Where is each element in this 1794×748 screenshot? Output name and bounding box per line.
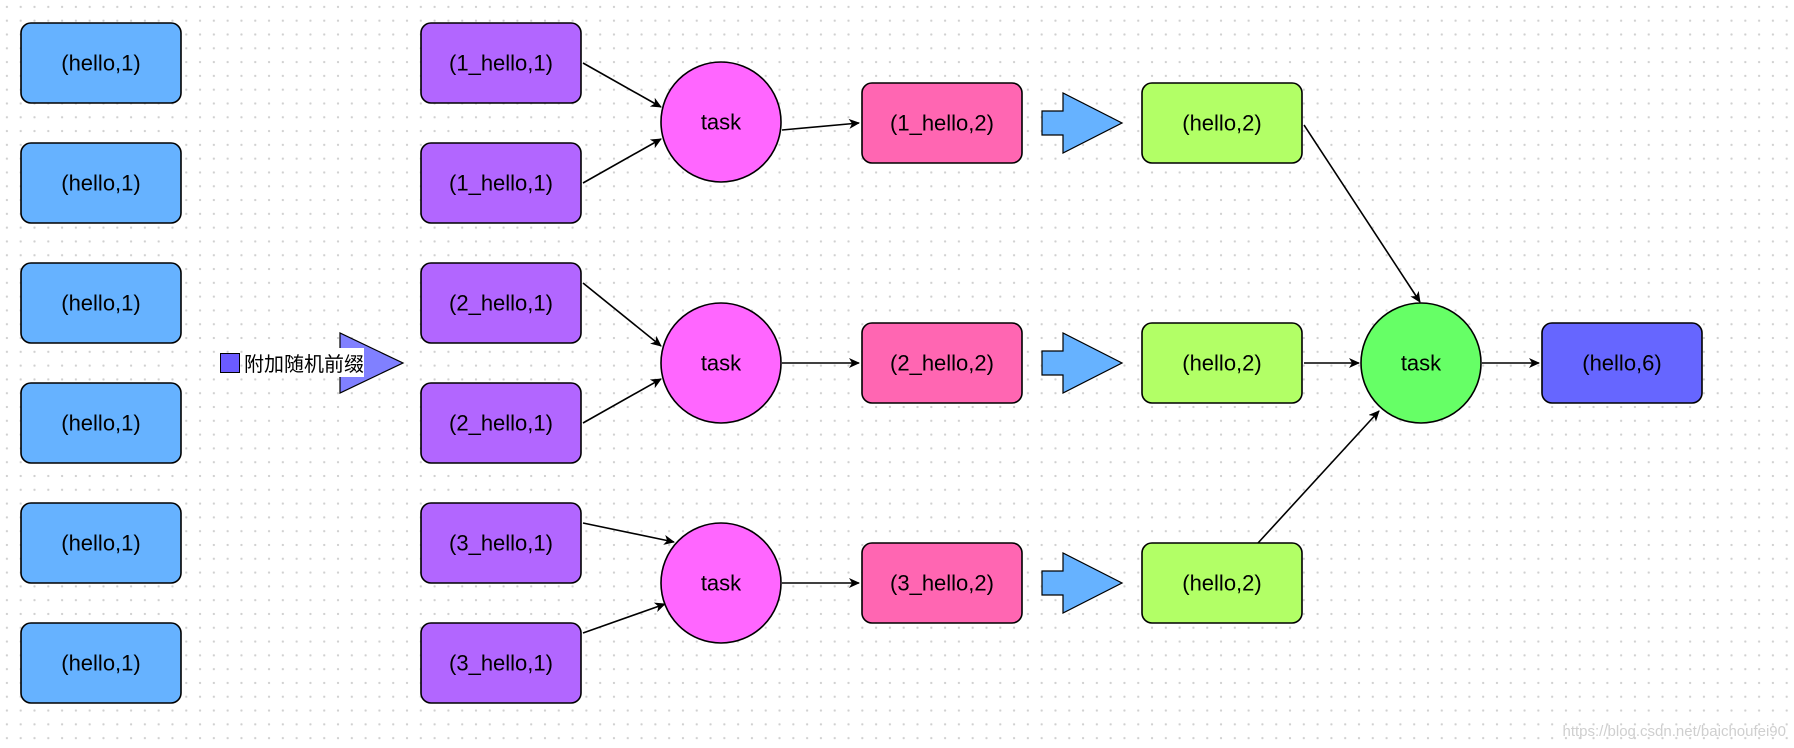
prefixed-node-label: (3_hello,1) bbox=[449, 651, 553, 676]
edge-arrow bbox=[582, 522, 675, 545]
input-node[interactable]: (hello,1) bbox=[20, 22, 182, 104]
partial-node-label: (2_hello,2) bbox=[890, 351, 994, 376]
input-node-label: (hello,1) bbox=[61, 531, 140, 556]
task-circle bbox=[660, 522, 782, 644]
block-arrow-icon bbox=[1041, 92, 1124, 154]
stripped-node[interactable]: (hello,2) bbox=[1141, 542, 1303, 624]
prefixed-node-box bbox=[420, 502, 582, 584]
task-label: task bbox=[701, 351, 742, 376]
edge-arrow bbox=[1257, 410, 1380, 544]
stripped-node-box bbox=[1141, 322, 1303, 404]
prefixed-node-label: (3_hello,1) bbox=[449, 531, 553, 556]
input-node-box bbox=[20, 22, 182, 104]
partial-node-label: (1_hello,2) bbox=[890, 111, 994, 136]
partial-node[interactable]: (3_hello,2) bbox=[861, 542, 1023, 624]
prefixed-node-label: (2_hello,1) bbox=[449, 291, 553, 316]
task-node[interactable]: task bbox=[660, 61, 782, 183]
task-label: task bbox=[701, 110, 742, 135]
input-node-box bbox=[20, 382, 182, 464]
prefixed-node[interactable]: (3_hello,1) bbox=[420, 502, 582, 584]
stripped-node-label: (hello,2) bbox=[1182, 111, 1261, 136]
edge-arrow bbox=[582, 282, 662, 347]
prefix-label: 附加随机前缀 bbox=[220, 348, 364, 377]
prefixed-column: (1_hello,1) (1_hello,1) (2_hello,1) (2_h… bbox=[420, 22, 582, 704]
stripped-node-label: (hello,2) bbox=[1182, 571, 1261, 596]
task-circle bbox=[660, 61, 782, 183]
input-column: (hello,1) (hello,1) (hello,1) (hello,1) … bbox=[20, 22, 182, 704]
task-node[interactable]: task bbox=[660, 302, 782, 424]
edge-arrow bbox=[1303, 124, 1421, 303]
prefixed-node[interactable]: (1_hello,1) bbox=[420, 142, 582, 224]
edge-arrow bbox=[582, 602, 666, 634]
block-arrow-icon bbox=[1041, 332, 1124, 394]
partial-node[interactable]: (2_hello,2) bbox=[861, 322, 1023, 404]
prefix-swatch-icon bbox=[220, 352, 240, 373]
prefixed-node-box bbox=[420, 262, 582, 344]
prefixed-node[interactable]: (2_hello,1) bbox=[420, 382, 582, 464]
prefixed-node-label: (2_hello,1) bbox=[449, 411, 553, 436]
partial-node-box bbox=[861, 82, 1023, 164]
input-node-box bbox=[20, 142, 182, 224]
prefixed-node-box bbox=[420, 622, 582, 704]
edge-arrow bbox=[582, 138, 662, 184]
task-circle bbox=[660, 302, 782, 424]
stripped-node[interactable]: (hello,2) bbox=[1141, 82, 1303, 164]
prefix-label-text: 附加随机前缀 bbox=[244, 348, 364, 377]
stripped-node-label: (hello,2) bbox=[1182, 351, 1261, 376]
input-node[interactable]: (hello,1) bbox=[20, 622, 182, 704]
task-label: task bbox=[701, 571, 742, 596]
prefixed-node[interactable]: (3_hello,1) bbox=[420, 622, 582, 704]
input-node-label: (hello,1) bbox=[61, 411, 140, 436]
partial-node-box bbox=[861, 322, 1023, 404]
input-node-label: (hello,1) bbox=[61, 651, 140, 676]
final-task-node[interactable]: task bbox=[1360, 302, 1482, 424]
input-node-box bbox=[20, 262, 182, 344]
input-node-label: (hello,1) bbox=[61, 51, 140, 76]
edge-arrow bbox=[582, 62, 662, 108]
block-arrow-icon bbox=[1041, 552, 1124, 614]
prefixed-node-label: (1_hello,1) bbox=[449, 51, 553, 76]
final-task-circle bbox=[1360, 302, 1482, 424]
input-node-label: (hello,1) bbox=[61, 291, 140, 316]
result-node[interactable]: (hello,6) bbox=[1541, 322, 1703, 404]
prefixed-node-label: (1_hello,1) bbox=[449, 171, 553, 196]
edge-arrow bbox=[781, 118, 860, 131]
stripped-column: (hello,2) (hello,2) (hello,2) bbox=[1141, 82, 1303, 624]
prefixed-node-box bbox=[420, 142, 582, 224]
partial-node-label: (3_hello,2) bbox=[890, 571, 994, 596]
stripped-node-box bbox=[1141, 542, 1303, 624]
partial-column: (1_hello,2) (2_hello,2) (3_hello,2) bbox=[861, 82, 1023, 624]
watermark: https://blog.csdn.net/baichoufei90 bbox=[1562, 723, 1787, 740]
result-node-label: (hello,6) bbox=[1582, 351, 1661, 376]
prefixed-node[interactable]: (2_hello,1) bbox=[420, 262, 582, 344]
partial-node[interactable]: (1_hello,2) bbox=[861, 82, 1023, 164]
partial-node-box bbox=[861, 542, 1023, 624]
stripped-node-box bbox=[1141, 82, 1303, 164]
input-node-box bbox=[20, 622, 182, 704]
prefixed-node[interactable]: (1_hello,1) bbox=[420, 22, 582, 104]
input-node-box bbox=[20, 502, 182, 584]
result-node-box bbox=[1541, 322, 1703, 404]
input-node[interactable]: (hello,1) bbox=[20, 502, 182, 584]
input-node-label: (hello,1) bbox=[61, 171, 140, 196]
input-node[interactable]: (hello,1) bbox=[20, 262, 182, 344]
edge-arrow bbox=[582, 378, 662, 424]
prefixed-node-box bbox=[420, 382, 582, 464]
final-task-label: task bbox=[1401, 351, 1442, 376]
prefixed-node-box bbox=[420, 22, 582, 104]
task-node[interactable]: task bbox=[660, 522, 782, 644]
stripped-node[interactable]: (hello,2) bbox=[1141, 322, 1303, 404]
input-node[interactable]: (hello,1) bbox=[20, 382, 182, 464]
input-node[interactable]: (hello,1) bbox=[20, 142, 182, 224]
